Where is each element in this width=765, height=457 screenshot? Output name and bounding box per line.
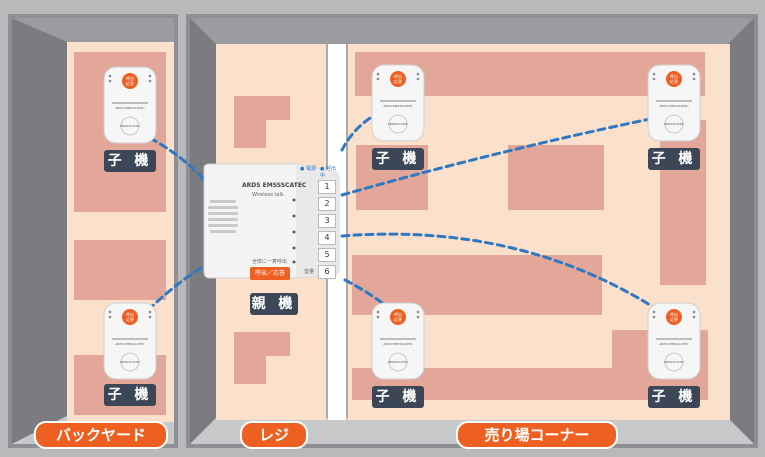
channel-6[interactable]: 6 — [318, 265, 336, 279]
child-brand: ARDS EMSSSCATEC — [383, 104, 413, 108]
child-brand: ARDS EMSSSCATEC — [659, 342, 689, 346]
channel-2[interactable]: 2 — [318, 197, 336, 211]
parent-brand: ARDS EMSSSCATEC — [242, 182, 307, 189]
child-label-backyard-top: 子 機 — [104, 150, 156, 172]
register-counter-b — [234, 96, 290, 120]
area-label-sales-corner: 売り場コーナー — [456, 421, 618, 449]
child-brand: ARDS EMSSSCATEC — [115, 106, 145, 110]
register-counter-d — [234, 332, 290, 356]
child-label-sales-bottom-right: 子 機 — [648, 386, 700, 408]
child-bottom-mark: EMSSSCATEC — [388, 122, 408, 126]
child-call-button[interactable]: 呼出 応答 — [394, 74, 402, 84]
child-unit-sales-top-right[interactable]: 呼出 応答 ARDS EMSSSCATEC EMSSSCATEC — [646, 64, 702, 142]
child-call-button[interactable]: 呼出 応答 — [670, 74, 678, 84]
parent-label: 親 機 — [250, 293, 298, 315]
child-unit-sales-bottom-left[interactable]: 呼出 応答 ARDS EMSSSCATEC EMSSSCATEC — [370, 302, 426, 380]
parent-model: Wireless talk — [252, 192, 284, 198]
child-call-button[interactable]: 呼出 応答 — [670, 312, 678, 322]
parent-bottom-caption: 全体に一斉呼出 — [252, 259, 288, 265]
shelf-right-tall — [660, 120, 706, 285]
parent-channel-column: 1 2 3 4 5 6 — [318, 180, 336, 282]
child-call-button[interactable]: 呼出 応答 — [126, 312, 134, 322]
channel-4[interactable]: 4 — [318, 231, 336, 245]
child-unit-sales-bottom-right[interactable]: 呼出 応答 ARDS EMSSSCATEC EMSSSCATEC — [646, 302, 702, 380]
child-bottom-mark: EMSSSCATEC — [664, 360, 684, 364]
backyard-shelf-mid — [74, 240, 166, 300]
channel-5[interactable]: 5 — [318, 248, 336, 262]
parent-status-power: ● 電源 — [300, 166, 316, 172]
parent-status-call: ● 呼出中 — [320, 166, 336, 179]
child-bottom-mark: EMSSSCATEC — [120, 360, 140, 364]
child-brand: ARDS EMSSSCATEC — [383, 342, 413, 346]
child-brand: ARDS EMSSSCATEC — [659, 104, 689, 108]
shelf-center-mid — [508, 145, 604, 210]
child-unit-sales-top-left[interactable]: 呼出 応答 ARDS EMSSSCATEC EMSSSCATEC — [370, 64, 426, 142]
channel-1[interactable]: 1 — [318, 180, 336, 194]
child-brand: ARDS EMSSSCATEC — [115, 342, 145, 346]
parent-volume-label: 音量 — [304, 269, 315, 275]
parent-call-button[interactable]: 呼出／応答 — [254, 270, 285, 277]
child-label-sales-bottom-left: 子 機 — [372, 386, 424, 408]
child-call-button[interactable]: 呼出 応答 — [394, 312, 402, 322]
child-call-button[interactable]: 呼出 応答 — [126, 76, 134, 86]
area-label-register: レジ — [240, 421, 308, 449]
child-bottom-mark: EMSSSCATEC — [388, 360, 408, 364]
child-label-sales-top-left: 子 機 — [372, 148, 424, 170]
link-sales-bottom-right — [340, 232, 660, 312]
child-unit-backyard-top[interactable]: 呼出 応答 ARDS EMSSSCATEC EMSSSCATEC — [102, 66, 158, 144]
child-bottom-mark: EMSSSCATEC — [664, 122, 684, 126]
channel-3[interactable]: 3 — [318, 214, 336, 228]
child-label-backyard-bottom: 子 機 — [104, 384, 156, 406]
child-unit-backyard-bottom[interactable]: 呼出 応答 ARDS EMSSSCATEC EMSSSCATEC — [102, 302, 158, 380]
parent-unit[interactable]: ARDS EMSSSCATEC Wireless talk ● 電源 ● 呼出中… — [200, 162, 340, 280]
area-label-backyard: バックヤード — [34, 421, 168, 449]
child-bottom-mark: EMSSSCATEC — [120, 124, 140, 128]
link-sales-top-right — [340, 116, 657, 197]
child-label-sales-top-right: 子 機 — [648, 148, 700, 170]
